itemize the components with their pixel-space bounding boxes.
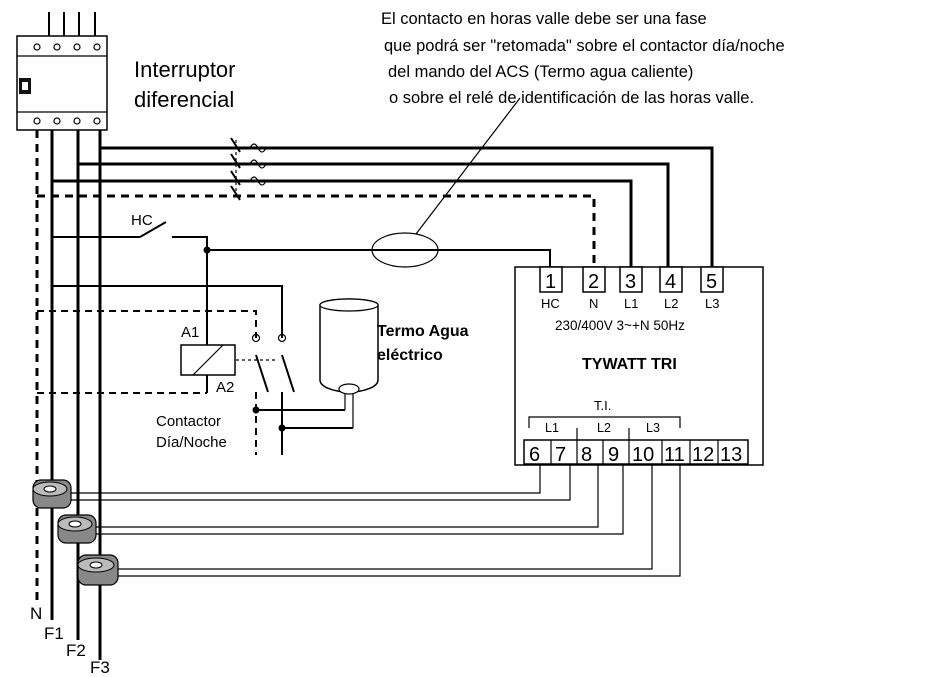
note-line-3: del mando del ACS (Termo agua caliente)	[388, 63, 693, 81]
supply-lines	[48, 12, 96, 36]
breaker-label-2: diferencial	[134, 87, 234, 112]
line-f1-label: F1	[44, 624, 64, 643]
tywatt-device	[514, 266, 764, 466]
note-line-1: El contacto en horas valle debe ser una …	[381, 10, 707, 28]
current-transformer-f1	[32, 479, 72, 509]
terminal-5-number: 5	[706, 271, 717, 293]
terminal-3-number: 3	[625, 271, 636, 293]
contactor-a2-label: A2	[216, 379, 234, 396]
differential-breaker	[16, 35, 108, 131]
note-pointer	[415, 97, 521, 235]
terminal-7-number: 7	[555, 444, 566, 466]
heater-label-2: eléctrico	[377, 347, 443, 364]
water-heater	[256, 298, 379, 429]
terminal-4-number: 4	[665, 271, 676, 293]
line-n-label: N	[30, 604, 42, 623]
ti-group-l2: L2	[597, 421, 611, 435]
ti-group-l1: L1	[545, 421, 559, 435]
ti-label: T.I.	[594, 398, 611, 413]
device-spec: 230/400V 3~+N 50Hz	[555, 318, 685, 333]
contactor-label-2: Día/Noche	[156, 434, 227, 451]
hc-switch	[52, 97, 551, 268]
terminal-1-label: HC	[541, 296, 560, 311]
note-line-4: o sobre el relé de identificación de las…	[389, 89, 754, 107]
highlight-ellipse	[371, 232, 439, 268]
protection-fuses	[230, 137, 267, 201]
terminal-9-number: 9	[608, 444, 619, 466]
terminal-11-number: 11	[664, 444, 685, 466]
terminal-13-number: 13	[720, 444, 742, 466]
current-transformer-f2	[57, 514, 97, 544]
contactor-a1-label: A1	[181, 324, 199, 341]
breaker-label-1: Interruptor	[134, 57, 236, 82]
device-name: TYWATT TRI	[582, 356, 677, 373]
terminal-1-number: 1	[545, 271, 556, 293]
terminal-2-number: 2	[588, 271, 599, 293]
ti-group-l3: L3	[646, 421, 660, 435]
contactor-label-1: Contactor	[156, 413, 221, 430]
line-f3-label: F3	[90, 658, 110, 677]
terminal-10-number: 10	[632, 444, 654, 466]
terminal-6-number: 6	[529, 444, 540, 466]
terminal-3-label: L1	[624, 296, 638, 311]
contactor	[37, 250, 295, 455]
note-line-2: que podrá ser "retomada" sobre el contac…	[384, 37, 785, 55]
current-transformer-f3	[77, 554, 119, 586]
heater-label-1: Termo Agua	[377, 323, 469, 340]
terminal-5-label: L3	[705, 296, 719, 311]
line-f2-label: F2	[66, 641, 86, 660]
terminal-4-label: L2	[664, 296, 678, 311]
terminal-2-label: N	[589, 296, 598, 311]
terminal-8-number: 8	[581, 444, 592, 466]
terminal-12-number: 12	[692, 444, 714, 466]
hc-switch-label: HC	[131, 212, 153, 229]
ct-wires	[62, 464, 681, 577]
feed-wires	[37, 146, 714, 267]
